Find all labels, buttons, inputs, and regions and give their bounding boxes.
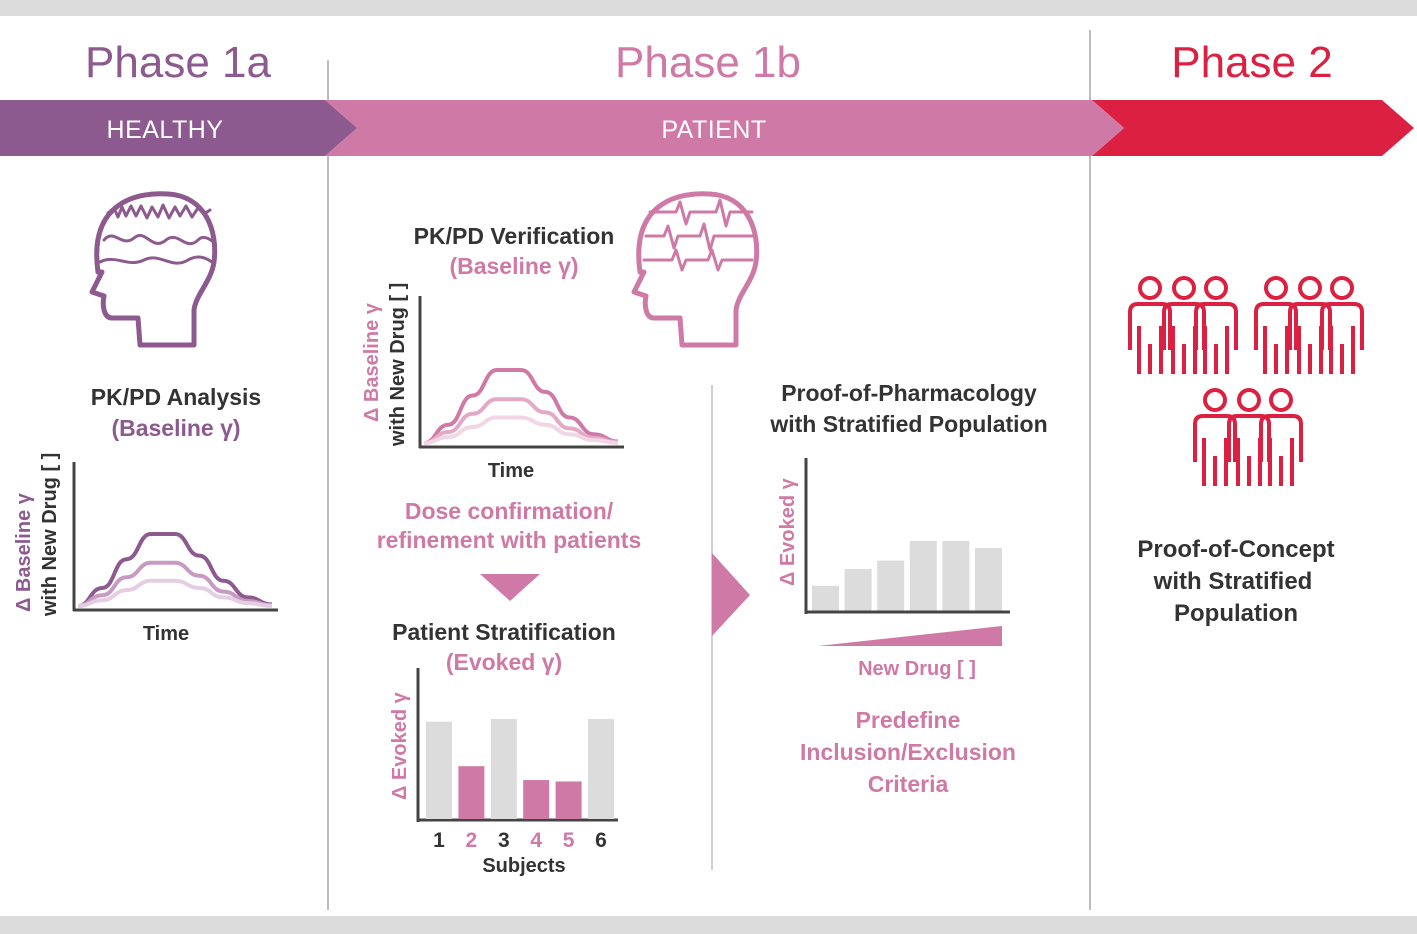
proof-of-concept-line3: Population [1174,600,1298,627]
down-arrow-icon [480,574,540,601]
proof-of-pharmacology-chart: Δ Evoked γ New Drug [ ] [777,458,1010,680]
stratification-tick: 3 [498,829,510,852]
criteria-line3: Criteria [868,771,949,797]
pkpd-analysis-heading: PK/PD Analysis [91,384,261,410]
stratification-tick: 4 [530,829,542,852]
right-arrow-icon [712,553,750,636]
pkpd-analysis-series-low [77,578,273,608]
person-icon [1288,276,1332,374]
person-icon [1162,276,1206,374]
pkpd-verification-xlabel: Time [488,460,534,482]
person-icon [1194,276,1238,374]
stratification-bar [523,780,550,819]
pharmacology-bar [812,585,839,611]
pharmacology-bar [844,569,872,611]
person-icon [1193,388,1237,486]
pharmacology-bar [975,548,1002,611]
bottom-border [0,916,1417,934]
top-border [0,0,1417,16]
stratification-bar [555,781,582,819]
pharmacology-bar [942,541,970,611]
pkpd-verification-series-mid [423,397,619,445]
patient-stratification-sub: (Evoked γ) [446,649,562,675]
person-icon [1259,388,1303,486]
pharmacology-bar [909,541,937,611]
stratification-bar [490,718,517,819]
criteria-line2: Inclusion/Exclusion [800,739,1016,765]
pkpd-verification-ylabel-top: Δ Baseline γ [361,302,383,422]
band-patient [325,100,1124,156]
pkpd-analysis-chart: Δ Baseline γ with New Drug [ ] Time [13,453,278,645]
pkpd-analysis-series-high [77,532,273,608]
stratification-tick: 5 [563,829,575,852]
proof-of-pharmacology-xlabel: New Drug [ ] [858,658,976,680]
patient-stratification-xlabel: Subjects [482,855,565,877]
pkpd-verification-series-low [423,415,619,445]
phase-2-title: Phase 2 [1171,38,1332,87]
phase-1a-title: Phase 1a [85,38,271,87]
pkpd-analysis-xlabel: Time [143,623,189,645]
proof-of-concept-line1: Proof-of-Concept [1137,536,1334,563]
pkpd-verification-series-high [423,368,619,445]
stratification-bar [458,766,485,819]
proof-of-pharmacology-heading-2: with Stratified Population [769,411,1047,437]
patient-stratification-heading: Patient Stratification [392,619,616,645]
person-icon [1320,276,1364,374]
pkpd-analysis-ylabel-bottom: with New Drug [ ] [39,453,61,617]
stratification-bar [588,718,614,819]
pkpd-verification-ylabel-bottom: with New Drug [ ] [387,283,409,447]
stratification-tick: 6 [595,829,607,852]
healthy-head-icon [89,191,218,348]
pharmacology-bar [877,560,905,611]
phase-1b-title: Phase 1b [615,38,801,87]
band-phase-2 [1092,100,1414,156]
person-icon [1128,276,1172,374]
patient-head-icon [631,191,760,348]
stratification-tick: 2 [466,829,478,852]
proof-of-pharmacology-ylabel: Δ Evoked γ [777,477,799,586]
population-people-icons [1128,276,1364,486]
pkpd-analysis-sub: (Baseline γ) [111,415,240,441]
stratification-bar [426,721,452,819]
pkpd-analysis-series-mid [77,560,273,608]
pkpd-verification-sub: (Baseline γ) [449,253,578,279]
proof-of-pharmacology-heading-1: Proof-of-Pharmacology [781,380,1037,406]
dose-gradient-wedge [818,626,1002,646]
pkpd-analysis-ylabel-top: Δ Baseline γ [13,492,35,612]
proof-of-concept-line2: with Stratified [1153,568,1313,595]
person-icon [1254,276,1298,374]
band-healthy [0,100,357,156]
pkpd-verification-heading: PK/PD Verification [414,223,615,249]
patient-stratification-ylabel: Δ Evoked γ [389,691,411,800]
person-icon [1227,388,1271,486]
dose-confirmation-line1: Dose confirmation/ [405,498,614,524]
dose-confirmation-line2: refinement with patients [377,527,642,553]
pkpd-verification-chart: Δ Baseline γ with New Drug [ ] Time [361,283,624,482]
stratification-tick: 1 [433,829,445,852]
band-patient-label: PATIENT [661,116,766,144]
band-healthy-label: HEALTHY [107,116,224,144]
criteria-line1: Predefine [856,707,961,733]
